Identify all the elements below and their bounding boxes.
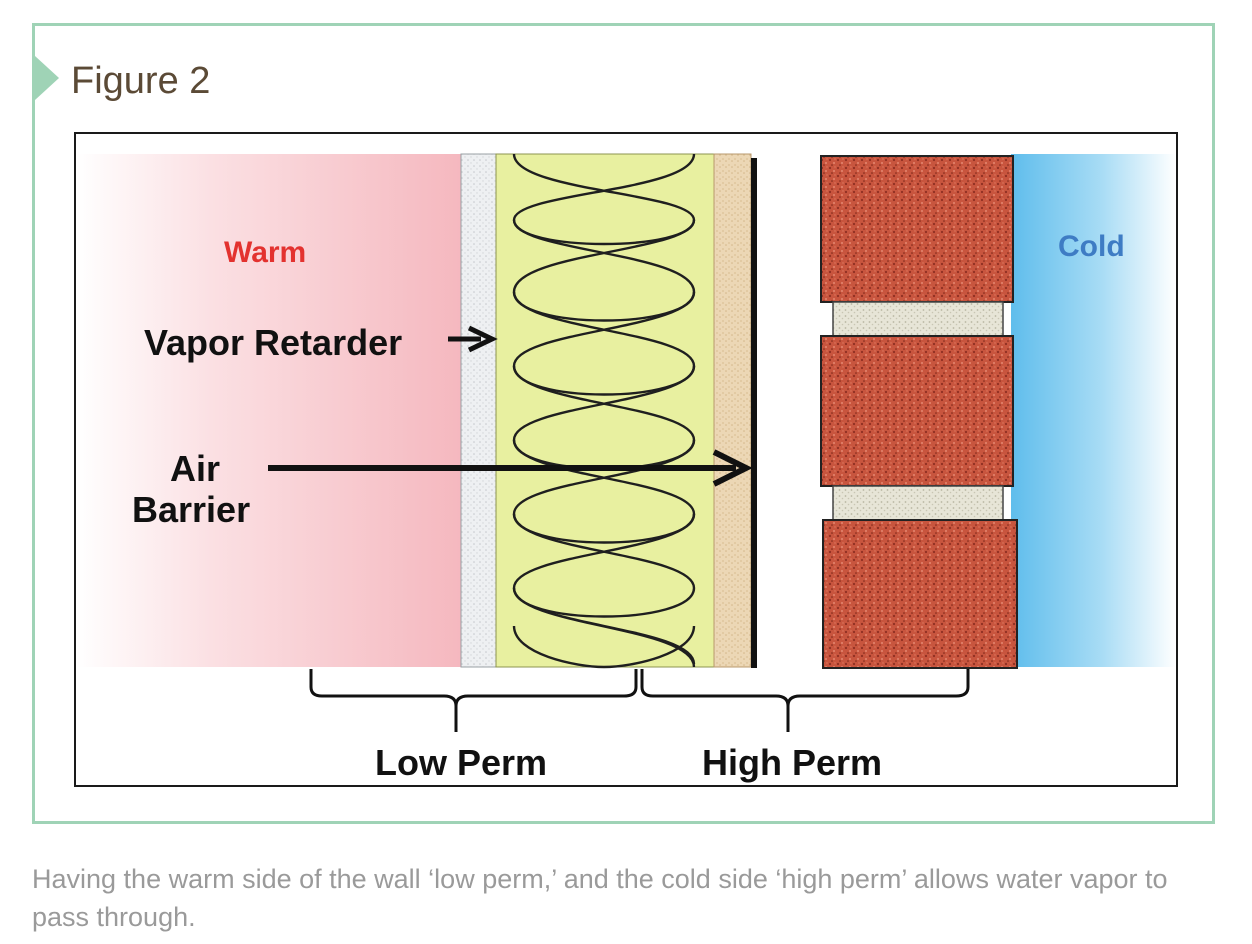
air-barrier-arrow bbox=[268, 449, 753, 487]
mortar-joint-2 bbox=[832, 485, 1004, 521]
insulation-loops bbox=[512, 153, 696, 669]
sheathing bbox=[713, 153, 752, 668]
figure-marker-icon bbox=[35, 56, 59, 100]
high-perm-brace bbox=[640, 669, 970, 732]
warm-label: Warm bbox=[224, 236, 307, 269]
brick-3 bbox=[822, 519, 1018, 669]
figure-title: Figure 2 bbox=[71, 60, 211, 102]
brick-1 bbox=[820, 155, 1014, 303]
brick-2 bbox=[820, 335, 1014, 487]
cold-label: Cold bbox=[1058, 230, 1125, 263]
insulation-batt bbox=[495, 153, 715, 668]
wall-diagram: Warm Cold Vapor Retarder Air Barrier Low… bbox=[74, 132, 1178, 787]
figure-frame: Figure 2 bbox=[32, 23, 1215, 824]
air-barrier-label-line2: Barrier bbox=[132, 489, 251, 530]
low-perm-label: Low Perm bbox=[375, 742, 548, 783]
high-perm-label: High Perm bbox=[702, 742, 883, 783]
low-perm-brace bbox=[309, 669, 638, 732]
cold-zone bbox=[1011, 154, 1176, 667]
warm-zone bbox=[76, 154, 461, 667]
air-barrier-label-line1: Air bbox=[170, 448, 221, 489]
figure-caption: Having the warm side of the wall ‘low pe… bbox=[32, 864, 1168, 932]
air-barrier-membrane bbox=[751, 158, 757, 668]
mortar-joint-1 bbox=[832, 301, 1004, 337]
vapor-retarder-label: Vapor Retarder bbox=[144, 322, 403, 363]
gypsum-board bbox=[460, 153, 497, 668]
vapor-retarder-arrow bbox=[448, 325, 498, 353]
wall-diagram-graphic bbox=[76, 153, 1176, 732]
